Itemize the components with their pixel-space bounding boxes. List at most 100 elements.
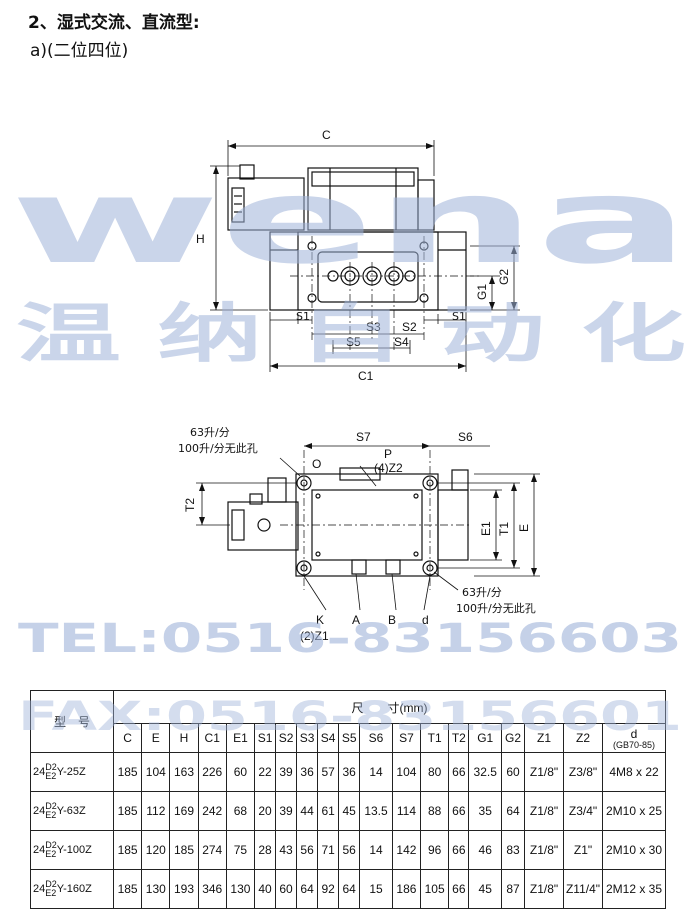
model-suffix: Y-100Z [56, 844, 92, 856]
col-S1: S1 [254, 723, 277, 753]
table-cell: 68 [225, 791, 256, 831]
table-cell: 28 [254, 830, 277, 870]
label-flow-bottom-100: 100升/分无此孔 [456, 602, 536, 615]
table-cell: 80 [420, 752, 450, 792]
model-variant-top: D2 [45, 762, 57, 772]
label-flow-bottom-63: 63升/分 [462, 586, 502, 599]
col-E: E [141, 723, 171, 753]
table-cell: 60 [275, 869, 298, 909]
table-cell: 242 [197, 791, 227, 831]
table-cell: 40 [254, 869, 277, 909]
col-T1: T1 [420, 723, 450, 753]
table-cell: 22 [254, 752, 277, 792]
table-cell: 185 [112, 791, 143, 831]
table-cell: 32.5 [468, 752, 503, 792]
label-S7: S7 [356, 430, 371, 444]
section-heading: 2、湿式交流、直流型: [28, 13, 200, 33]
table-cell: 130 [141, 869, 171, 909]
table-cell: 87 [501, 869, 525, 909]
table-cell: 274 [197, 830, 227, 870]
table-cell: 36 [296, 752, 319, 792]
label-H: H [196, 232, 205, 246]
table-cell: 104 [141, 752, 171, 792]
col-d-standard: (GB70-85) [612, 739, 656, 750]
table-cell: 96 [420, 830, 450, 870]
model-variant-top: D2 [45, 801, 57, 811]
table-cell: 2M10 x 30 [602, 830, 666, 870]
table-cell: Z11/4" [563, 869, 603, 909]
table-cell: Z1/8" [524, 869, 564, 909]
table-cell: 88 [420, 791, 450, 831]
table-cell: 60 [225, 752, 256, 792]
table-cell: 44 [296, 791, 319, 831]
table-cell: 64 [296, 869, 319, 909]
table-cell: Z1/8" [524, 830, 564, 870]
label-Z1: (2)Z1 [300, 629, 329, 643]
model-suffix: Y-63Z [56, 805, 86, 817]
label-Z2: (4)Z2 [374, 461, 403, 475]
table-cell: 130 [225, 869, 256, 909]
model-variant-bottom: E2 [45, 810, 57, 820]
table-cell: 36 [338, 752, 361, 792]
label-B: B [388, 613, 396, 627]
label-C: C [322, 128, 331, 142]
col-S7: S7 [391, 723, 422, 753]
table-cell: 71 [317, 830, 340, 870]
model-variant-bottom: E2 [45, 849, 57, 859]
label-flow-top-63: 63升/分 [190, 426, 230, 439]
table-cell: 2M12 x 35 [602, 869, 666, 909]
table-cell: 45 [338, 791, 361, 831]
model-prefix: 24 [33, 805, 46, 817]
model-variant-top: D2 [45, 840, 57, 850]
table-cell: 142 [391, 830, 422, 870]
label-S4: S4 [394, 335, 409, 349]
table-cell: 45 [468, 869, 503, 909]
model-variant-top: D2 [45, 879, 57, 889]
col-E1: E1 [225, 723, 256, 753]
table-cell: 66 [448, 791, 470, 831]
col-S6: S6 [359, 723, 393, 753]
col-Z1: Z1 [524, 723, 564, 753]
col-d-label: d [630, 726, 638, 741]
table-cell: 35 [468, 791, 503, 831]
table-cell: 186 [391, 869, 422, 909]
label-P: P [384, 447, 392, 461]
label-O: O [312, 457, 321, 471]
table-cell: 46 [468, 830, 503, 870]
label-S5: S5 [346, 335, 361, 349]
table-cell: 83 [501, 830, 525, 870]
table-cell: 64 [501, 791, 525, 831]
table-cell: 39 [275, 752, 298, 792]
table-cell: 114 [391, 791, 422, 831]
label-d: d [422, 613, 429, 627]
table-cell: Z3/4" [563, 791, 603, 831]
label-C1: C1 [358, 369, 374, 383]
table-cell: 14 [359, 830, 393, 870]
table-cell: 185 [112, 869, 143, 909]
col-T2: T2 [448, 723, 470, 753]
table-cell: 56 [296, 830, 319, 870]
table-cell: Z1/8" [524, 791, 564, 831]
label-A: A [352, 613, 360, 627]
label-G2: G2 [497, 269, 511, 285]
table-cell: 20 [254, 791, 277, 831]
table-cell: Z1/8" [524, 752, 564, 792]
table-cell: 163 [169, 752, 199, 792]
section-subheading: a)(二位四位) [30, 41, 129, 61]
table-cell: 226 [197, 752, 227, 792]
table-cell: 105 [420, 869, 450, 909]
table-cell: 193 [169, 869, 199, 909]
table-cell: 112 [141, 791, 171, 831]
label-E: E [517, 524, 531, 532]
col-C: C [112, 723, 143, 753]
